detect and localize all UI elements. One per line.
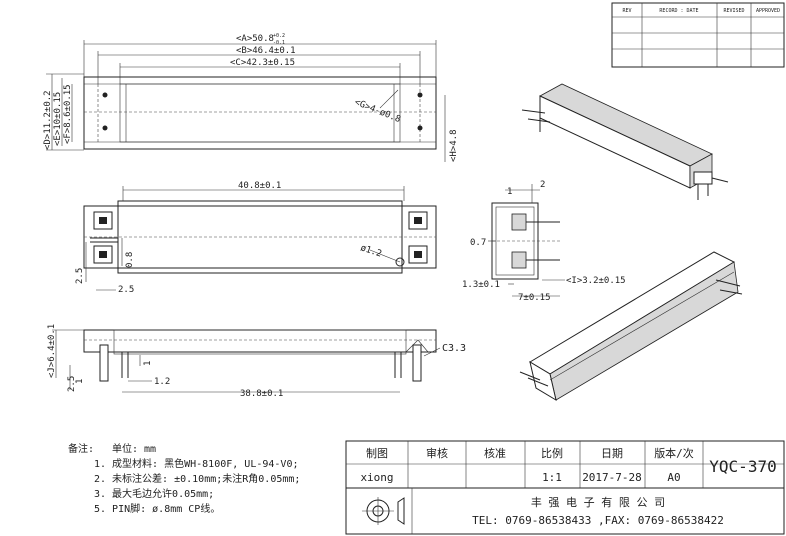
tb-header-version: 版本/次	[654, 446, 694, 460]
phi12-dim: ø1.2	[359, 243, 383, 259]
tb-drafter: xiong	[360, 471, 393, 484]
right-7-dim: 7±0.15	[518, 293, 551, 303]
tb-contact: TEL: 0769-86538433 ,FAX: 0769-86538422	[472, 514, 724, 527]
dim-h-label: <H>4.8	[449, 129, 459, 162]
tb-scale: 1:1	[542, 471, 562, 484]
mid-08-dim: 0.8	[125, 252, 135, 268]
right-07-dim: 0.7	[470, 238, 486, 248]
title-block: 制图 审核 核准 比例 日期 版本/次 xiong 1:1 2017-7-28 …	[345, 440, 785, 535]
right-1-dim: 1	[507, 187, 512, 197]
top-view: <A>50.8 +0.2 -0.1 <B>46.4±0.1 <C>42.3±0.…	[43, 33, 459, 162]
tb-date: 2017-7-28	[582, 471, 642, 484]
tb-drawing-number: YQC-370	[709, 457, 776, 476]
right-13-dim: 1.3±0.1	[462, 280, 500, 290]
iso-view-open	[519, 251, 743, 402]
right-side-view: 1 2 0.7 <I>3.2±0.15 1.3±0.1 7±0.15	[462, 180, 626, 303]
dim-e-label: <E>10±0.15	[53, 92, 63, 146]
rev-header: REV	[622, 8, 631, 14]
note-item-1: 1. 成型材料: 黑色WH-8100F, UL-94-V0;	[94, 457, 299, 470]
dim-c-label: <C>42.3±0.15	[230, 58, 295, 68]
dim-g-label: <G>4-ø0.8	[353, 98, 402, 126]
right-2-dim: 2	[540, 180, 545, 190]
mid-width-dim: 40.8±0.1	[238, 181, 281, 191]
bot-12-dim: 1.2	[154, 377, 170, 387]
tb-header-approver: 核准	[484, 446, 506, 460]
c33-dim: C3.3	[442, 343, 466, 354]
tb-header-drafter: 制图	[366, 447, 388, 460]
record-date-header: RECORD : DATE	[659, 8, 698, 14]
projection-symbol-icon	[362, 497, 405, 525]
bottom-view: <J>6.4±0.1 1 2.5 1 1.2 38.8±0.1 C3.3	[47, 324, 466, 399]
tb-header-checker: 审核	[426, 446, 448, 460]
bot-1v-dim: 1	[143, 361, 153, 366]
dim-f-label: <F>8.6±0.15	[63, 84, 73, 144]
tb-company: 丰 强 电 子 有 限 公 司	[531, 495, 665, 509]
bot-25-dim: 2.5	[67, 376, 77, 392]
revision-table: REV RECORD : DATE REVISED APPROVED	[611, 2, 785, 68]
bot-width-dim: 38.8±0.1	[240, 389, 283, 399]
dim-j-label: <J>6.4±0.1	[47, 324, 57, 378]
mid-25h-dim: 2.5	[118, 285, 134, 295]
notes-unit: 单位: mm	[112, 442, 156, 455]
tb-header-scale: 比例	[541, 446, 563, 460]
notes-title: 备注:	[68, 442, 94, 455]
tb-version: A0	[667, 471, 680, 484]
dim-d-label: <D>11.2±0.2	[43, 90, 53, 150]
note-item-5: 5. PIN脚: ø.8mm CP线。	[94, 502, 220, 515]
dim-a-label: <A>50.8	[236, 34, 274, 44]
bot-1-dim: 1	[75, 379, 85, 384]
tb-header-date: 日期	[601, 447, 623, 460]
approved-header: APPROVED	[756, 8, 780, 14]
dim-a-tol-upper: +0.2	[273, 33, 285, 39]
dim-b-label: <B>46.4±0.1	[236, 46, 296, 56]
note-item-2: 2. 未标注公差: ±0.10mm;未注R角0.05mm;	[94, 472, 300, 485]
iso-view-closed	[521, 83, 729, 200]
middle-view: 40.8±0.1 0.8 2.5 2.5 ø1.2	[75, 181, 437, 295]
dim-a-tol-lower: -0.1	[273, 40, 285, 46]
note-item-3: 3. 最大毛边允许0.05mm;	[94, 487, 214, 500]
mid-25v-dim: 2.5	[75, 268, 85, 284]
dim-i-label: <I>3.2±0.15	[566, 276, 626, 286]
revised-header: REVISED	[723, 8, 744, 14]
notes-block: 备注: 单位: mm 1. 成型材料: 黑色WH-8100F, UL-94-V0…	[68, 442, 300, 515]
